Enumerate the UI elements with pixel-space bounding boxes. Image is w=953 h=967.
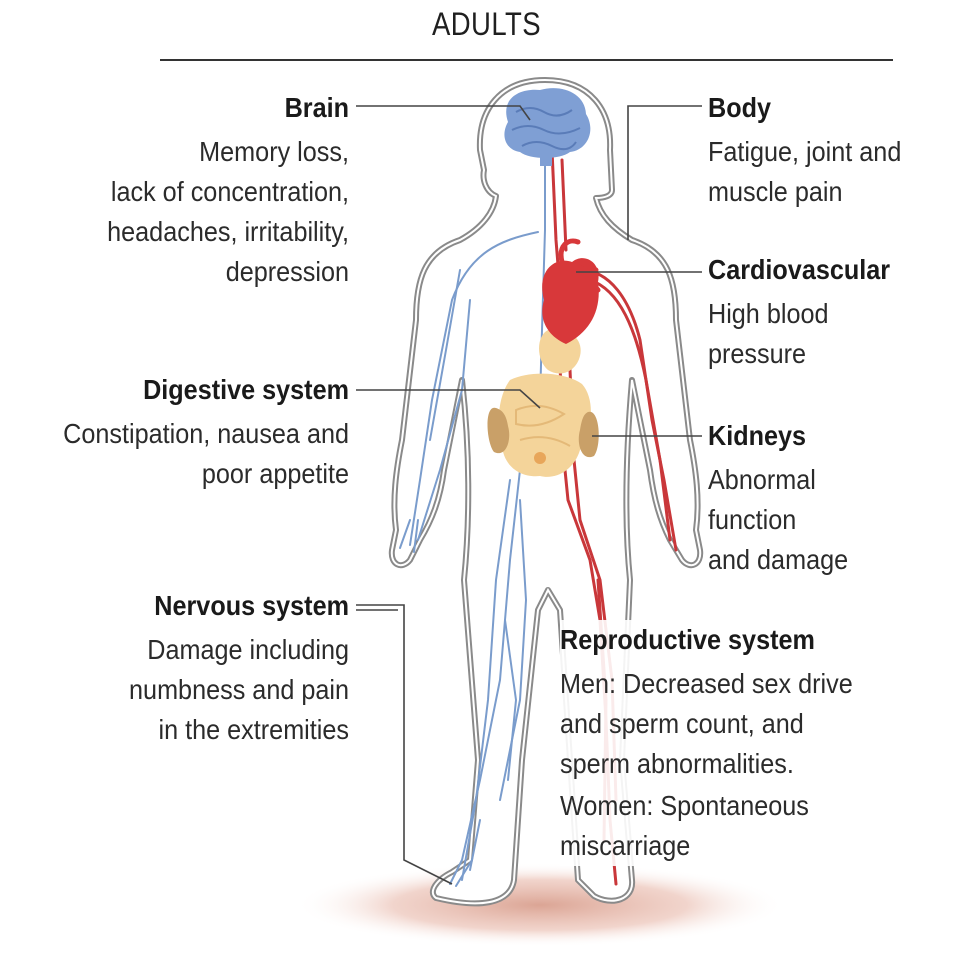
nervous-leader-line xyxy=(356,605,452,884)
cardiovascular-label: Cardiovascular High blood pressure xyxy=(708,250,929,374)
reproductive-women-description: Women: Spontaneous miscarriage xyxy=(560,786,902,866)
digestive-heading: Digestive system xyxy=(25,370,349,410)
reproductive-label: Reproductive system Men: Decreased sex d… xyxy=(560,620,907,866)
kidneys-description: Abnormal function and damage xyxy=(708,460,924,580)
body-description: Fatigue, joint and muscle pain xyxy=(708,132,942,212)
reproductive-heading: Reproductive system xyxy=(560,620,902,660)
page-title: ADULTS xyxy=(77,6,897,43)
digestive-label: Digestive system Constipation, nausea an… xyxy=(25,370,349,494)
nervous-description: Damage including numbness and pain in th… xyxy=(43,630,349,750)
cardiovascular-heading: Cardiovascular xyxy=(708,250,929,290)
nervous-label: Nervous system Damage including numbness… xyxy=(43,586,349,750)
reproductive-men-description: Men: Decreased sex drive and sperm count… xyxy=(560,664,902,784)
kidneys-heading: Kidneys xyxy=(708,416,924,456)
floor-shadow xyxy=(295,863,785,947)
body-label: Body Fatigue, joint and muscle pain xyxy=(708,88,942,212)
body-heading: Body xyxy=(708,88,942,128)
body-leader-line xyxy=(628,106,702,240)
brain-description: Memory loss, lack of concentration, head… xyxy=(7,132,349,292)
kidneys-label: Kidneys Abnormal function and damage xyxy=(708,416,924,580)
digestive-description: Constipation, nausea and poor appetite xyxy=(25,414,349,494)
cardiovascular-description: High blood pressure xyxy=(708,294,929,374)
brain-heading: Brain xyxy=(7,88,349,128)
brain-label: Brain Memory loss, lack of concentration… xyxy=(7,88,349,292)
nervous-heading: Nervous system xyxy=(43,586,349,626)
